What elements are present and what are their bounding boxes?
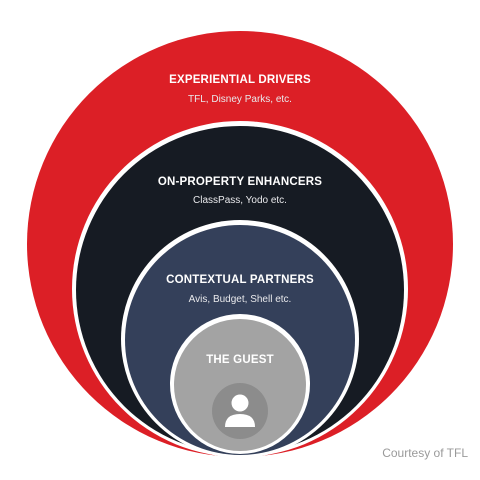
person-icon: [212, 383, 268, 439]
experiential-drivers-subtitle: TFL, Disney Parks, etc.: [188, 94, 292, 105]
on-property-enhancers-subtitle: ClassPass, Yodo etc.: [193, 195, 287, 206]
contextual-partners-title: CONTEXTUAL PARTNERS: [166, 274, 314, 286]
experiential-drivers-title: EXPERIENTIAL DRIVERS: [169, 74, 311, 86]
contextual-partners-subtitle: Avis, Budget, Shell etc.: [188, 294, 292, 305]
on-property-enhancers-title: ON-PROPERTY ENHANCERS: [157, 176, 323, 188]
the-guest-title: THE GUEST: [206, 354, 274, 366]
image-credit: Courtesy of TFL: [382, 446, 468, 460]
